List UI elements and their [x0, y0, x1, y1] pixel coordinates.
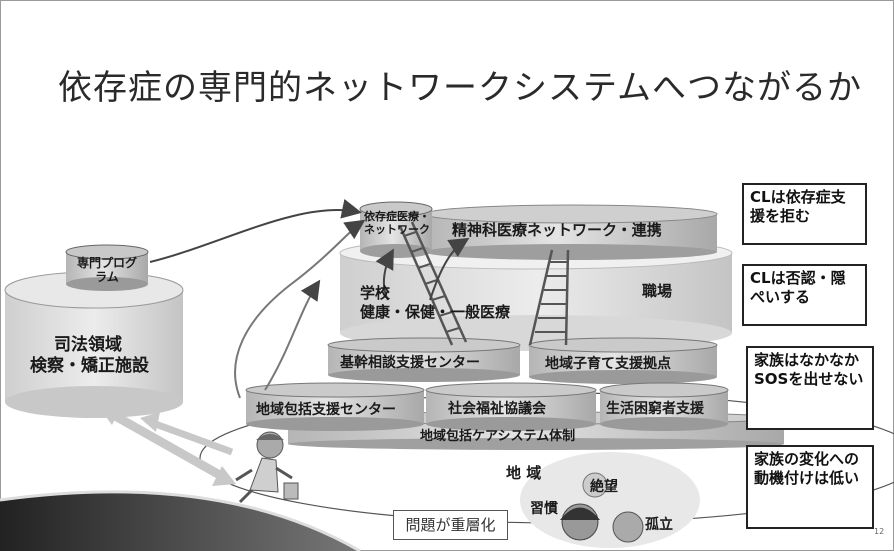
social-welfare-cylinder: [425, 382, 597, 431]
decorative-wedge: [0, 491, 360, 551]
side-box-1: CLは依存症支援を拒む: [742, 183, 867, 245]
slide-title: 依存症の専門的ネットワークシステムへつながるか: [58, 68, 862, 108]
arrow-community-to-middle: [264, 279, 321, 391]
isolation-label: 孤立: [645, 517, 673, 533]
crowd-illustration: [520, 452, 700, 548]
school-label: 学校: [360, 284, 391, 302]
side-box-4: 家族の変化への動機付けは低い: [746, 445, 874, 529]
childcare-hub-label: 地域子育て支援拠点: [545, 356, 671, 372]
livelihood-support-cylinder: [599, 382, 729, 431]
despair-label: 絶望: [590, 479, 618, 495]
habit-label: 習慣: [530, 501, 558, 517]
justice-label-1: 司法領域: [54, 335, 122, 355]
side-box-2: CLは否認・隠ぺいする: [742, 264, 867, 326]
arrow-health-to-network: [429, 237, 470, 301]
ladder-right: [528, 249, 570, 346]
region-label: 地 域: [506, 464, 542, 482]
arrow-health-to-medicine: [375, 248, 394, 301]
falling-person-icon: [235, 431, 299, 504]
psychiatric-network-label: 精神科医療ネットワーク・連携: [452, 221, 662, 239]
double-arrow-community: [140, 412, 234, 456]
health-label: 健康・保健・一般医療: [360, 303, 511, 321]
arrow-program-to-medicine: [149, 198, 362, 263]
livelihood-support-label: 生活困窮者支援: [606, 401, 704, 417]
arrow-to-addiction-medicine: [234, 219, 366, 399]
ladder-left: [398, 221, 468, 346]
childcare-hub-cylinder: [528, 337, 718, 384]
addiction-medicine-cylinder: [359, 201, 433, 258]
double-arrow-justice: [98, 405, 236, 486]
psychiatric-network-cylinder: [424, 204, 718, 260]
addiction-medicine-label: 依存症医療・ネットワーク: [364, 210, 430, 236]
side-box-3: 家族はなかなかSOSを出せない: [746, 346, 874, 430]
page-number: 12: [874, 527, 885, 536]
community-center-cylinder: [245, 382, 425, 431]
integrated-care-label: 地域包括ケアシステム体制: [420, 429, 576, 444]
specialist-program-label: 専門プログラム: [76, 256, 137, 284]
community-center-label: 地域包括支援センター: [256, 402, 396, 418]
social-welfare-label: 社会福祉協議会: [448, 401, 546, 417]
workplace-label: 職場: [642, 282, 673, 300]
core-consultation-label: 基幹相談支援センター: [340, 355, 480, 371]
core-consultation-cylinder: [327, 337, 521, 382]
layered-problem-note: 問題が重層化: [393, 510, 508, 540]
justice-label-2: 検察・矯正施設: [30, 356, 149, 376]
specialist-program-cylinder: [65, 244, 149, 291]
